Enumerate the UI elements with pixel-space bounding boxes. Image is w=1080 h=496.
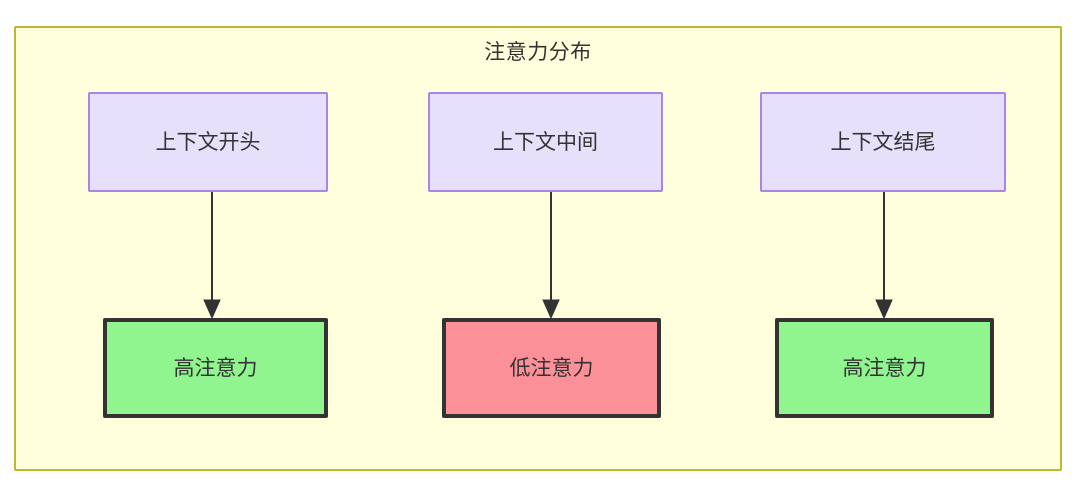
node-label: 低注意力 xyxy=(509,356,594,380)
node-label: 上下文结尾 xyxy=(830,130,936,154)
node-label: 上下文开头 xyxy=(155,130,261,154)
edge-context-middle-to-attention-low xyxy=(542,192,560,320)
node-context-start[interactable]: 上下文开头 xyxy=(88,92,328,192)
diagram-title: 注意力分布 xyxy=(484,41,592,64)
node-label: 高注意力 xyxy=(842,356,927,380)
node-attention-high-end[interactable]: 高注意力 xyxy=(775,318,994,418)
node-attention-high-start[interactable]: 高注意力 xyxy=(103,318,328,418)
edge-context-end-to-attention-high xyxy=(875,192,893,320)
edge-context-start-to-attention-high xyxy=(203,192,221,320)
node-context-end[interactable]: 上下文结尾 xyxy=(760,92,1006,192)
node-label: 高注意力 xyxy=(173,356,258,380)
node-label: 上下文中间 xyxy=(493,130,598,154)
node-context-middle[interactable]: 上下文中间 xyxy=(428,92,663,192)
node-attention-low-middle[interactable]: 低注意力 xyxy=(442,318,661,418)
